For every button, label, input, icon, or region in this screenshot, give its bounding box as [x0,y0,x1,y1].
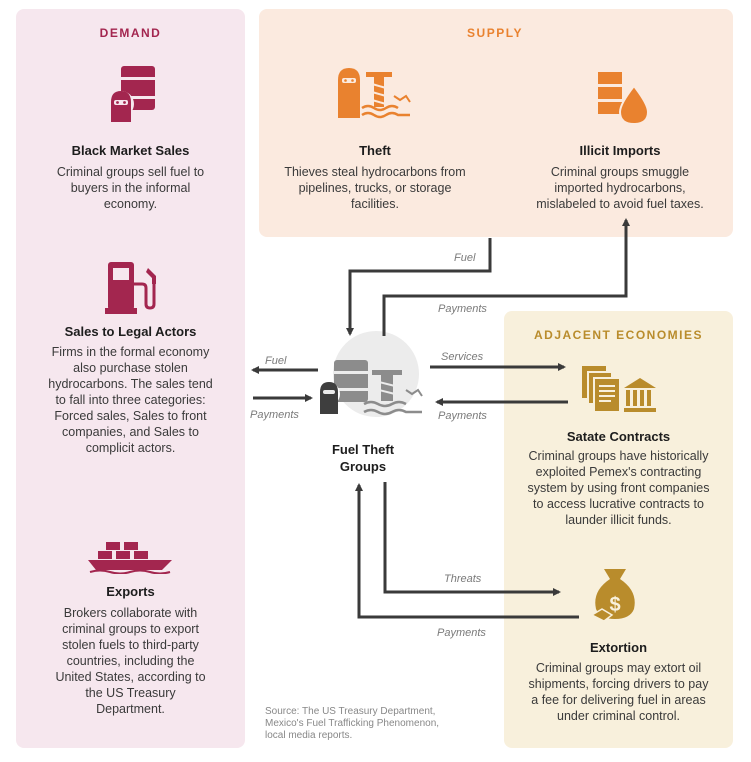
extortion-payments-arrow [355,483,579,619]
supply-fuel-arrow [346,238,492,336]
legal-actors-heading: Sales to Legal Actors [64,324,197,339]
demand-fuel-label: Fuel [265,355,287,367]
source-note: Source: The US Treasury Department,Mexic… [265,706,440,741]
black-market-heading: Black Market Sales [71,143,190,158]
fuel-drop-barrels-icon [598,72,650,126]
supply-panel [259,9,733,237]
svg-text:$: $ [609,594,620,616]
contract-bank-icon [582,366,656,413]
demand-payments-label: Payments [250,409,299,421]
fuel-theft-group-icon [318,331,423,417]
extortion-payments-label: Payments [437,627,486,639]
supply-payments-label: Payments [438,303,487,315]
supply-title: SUPPLY [467,26,523,40]
oil-barrels-thief-icon [108,66,156,122]
cargo-ship-icon [88,542,172,574]
pipeline-thief-icon [338,68,411,119]
extortion-threats-label: Threats [444,573,482,585]
demand-title: DEMAND [99,26,162,40]
extortion-threats-arrow [383,482,561,596]
money-bag-hand-icon: $ [590,569,635,622]
adjacent-payments-label: Payments [438,410,487,422]
adjacent-services-label: Services [441,351,484,363]
extortion-heading: Extortion [589,640,648,655]
state-contracts-heading: Satate Contracts [566,429,671,444]
demand-panel [16,9,245,748]
fuel-pump-icon [105,262,156,314]
theft-heading: Theft [359,143,391,158]
exports-heading: Exports [106,584,155,599]
illicit-imports-heading: Illicit Imports [579,143,661,158]
adjacent-title: ADJACENT ECONOMIES [533,328,703,342]
supply-fuel-label: Fuel [454,252,476,264]
supply-payments-arrow [382,218,630,336]
